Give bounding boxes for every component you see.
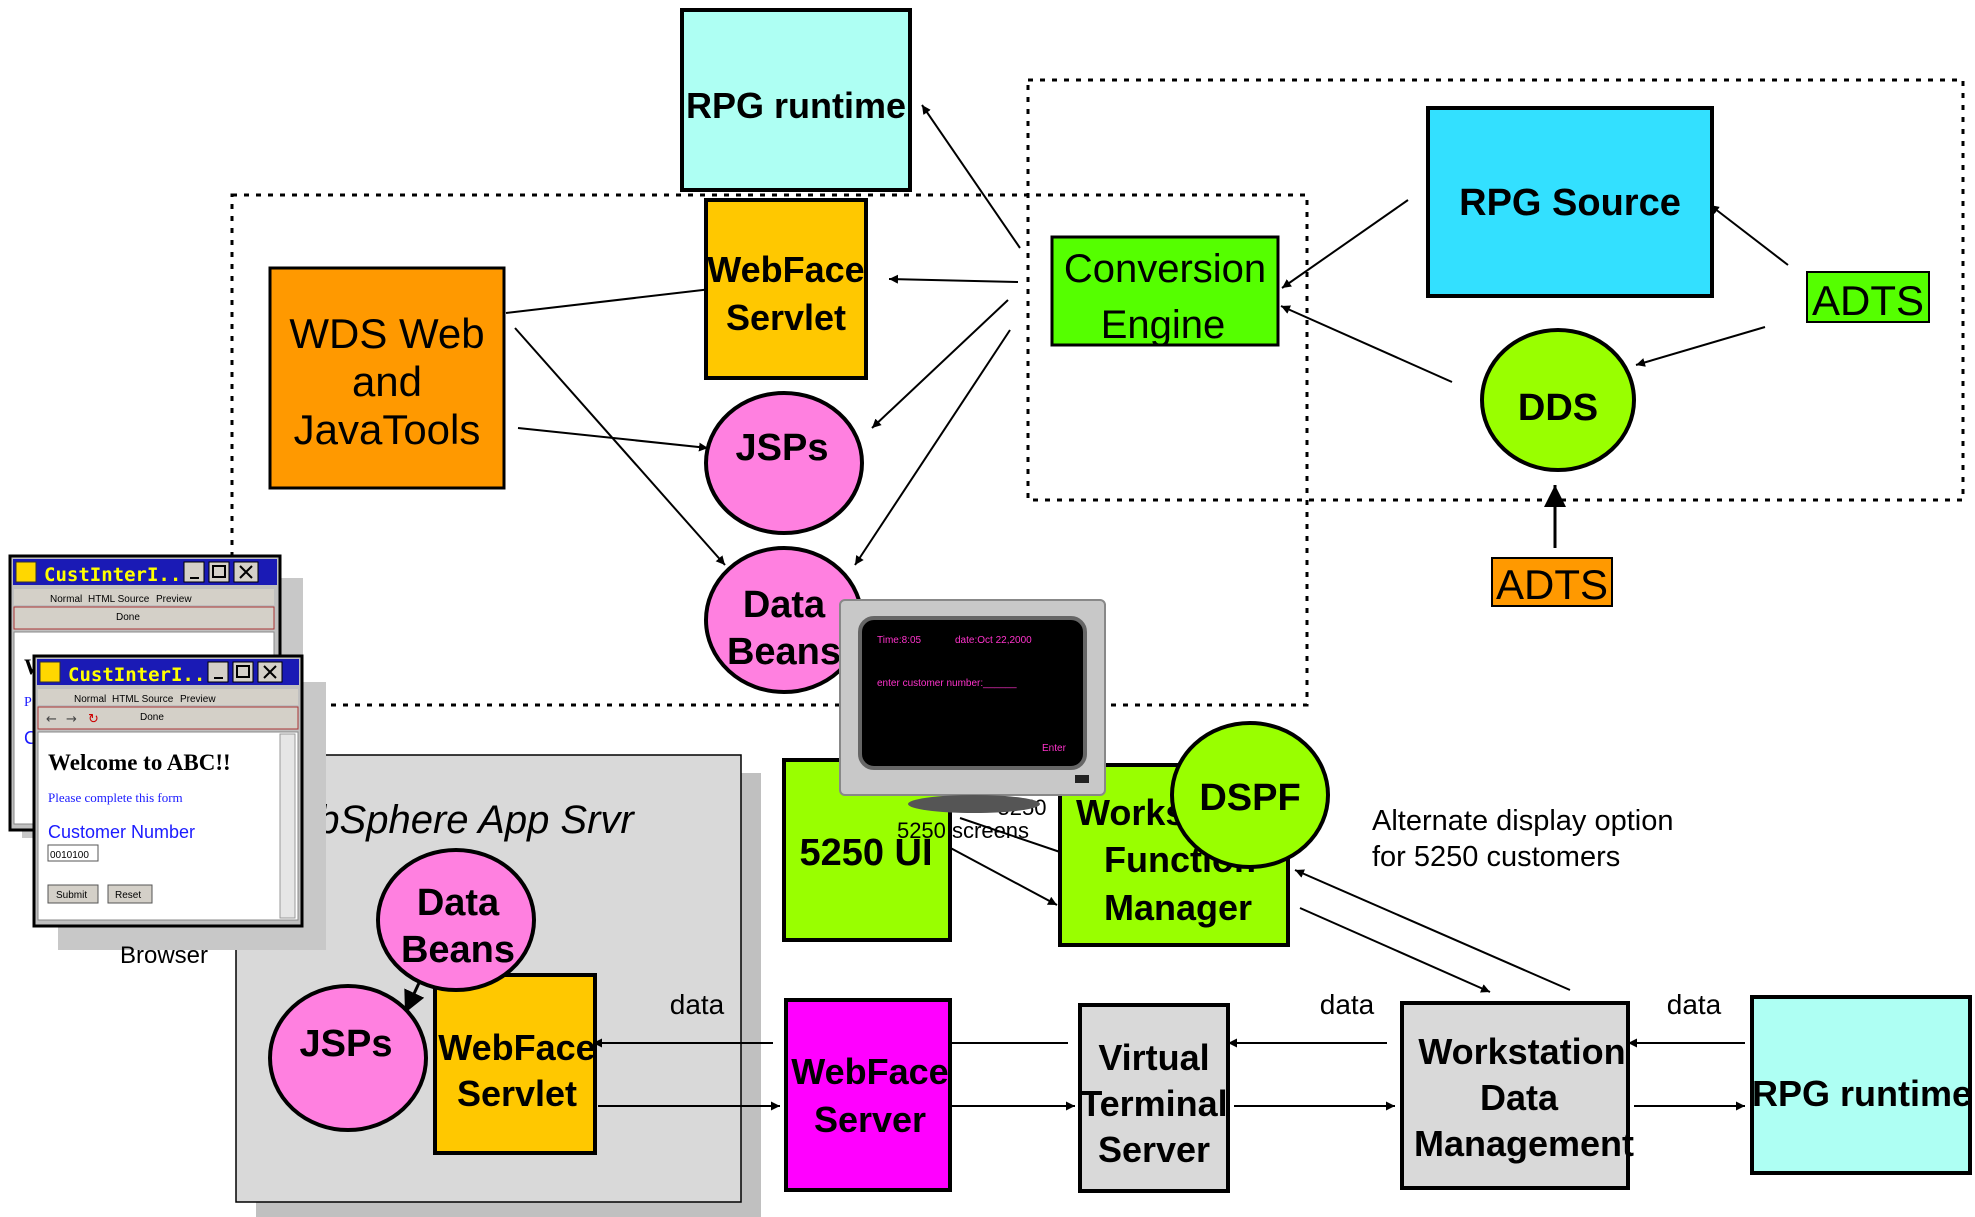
webface-server-box xyxy=(784,998,952,1192)
webface-servlet-top-label-2: Servlet xyxy=(726,297,846,338)
back-tab-html-source[interactable]: HTML Source xyxy=(88,594,150,605)
back-window-title: CustInterI... xyxy=(44,564,193,586)
wds-label-1: WDS Web xyxy=(289,310,484,357)
submit-button[interactable] xyxy=(47,884,99,904)
forward-arrow-icon[interactable]: → xyxy=(66,712,77,727)
data-beans-top-label-2: Beans xyxy=(727,631,841,673)
adts-bottom-label: ADTS xyxy=(1496,561,1608,608)
webface-servlet-bottom-label-2: Servlet xyxy=(457,1073,577,1114)
front-tab-normal[interactable]: Normal xyxy=(74,694,106,705)
data-label-1: data xyxy=(670,989,725,1020)
browser-front-window: CustInterI... Normal HTML Source Preview… xyxy=(32,654,304,928)
adts-top-box xyxy=(1806,271,1930,323)
back-side-letter-1: P xyxy=(24,695,32,710)
data-beans-bottom-label-2: Beans xyxy=(401,929,515,971)
wdm-label-2: Data xyxy=(1480,1077,1559,1118)
conversion-engine-label-1: Conversion xyxy=(1064,247,1266,291)
customer-number-label: Customer Number xyxy=(48,822,195,842)
front-status: Done xyxy=(140,712,164,723)
data-beans-bottom-label-1: Data xyxy=(417,882,500,924)
alternate-note-2: for 5250 customers xyxy=(1372,841,1620,873)
front-tab-html-source[interactable]: HTML Source xyxy=(112,694,174,705)
adts-top-label: ADTS xyxy=(1812,277,1924,324)
rpg-source-label: RPG Source xyxy=(1459,182,1681,224)
webface-servlet-bottom-label-1: WebFace xyxy=(438,1027,595,1068)
reset-button[interactable] xyxy=(107,884,153,904)
rpg-runtime-top-label: RPG runtime xyxy=(686,85,906,126)
wds-label-3: JavaTools xyxy=(294,406,481,453)
welcome-heading: Welcome to ABC!! xyxy=(48,750,231,775)
data-label-3: data xyxy=(1667,989,1722,1020)
data-beans-bottom-node xyxy=(376,848,536,992)
customer-number-value: 0010100 xyxy=(50,850,89,861)
jsps-top-label: JSPs xyxy=(736,427,829,469)
back-tab-preview[interactable]: Preview xyxy=(156,594,192,605)
webface-server-label-1: WebFace xyxy=(791,1051,948,1092)
terminal-date: date:Oct 22,2000 xyxy=(955,635,1032,646)
dspf-node xyxy=(1170,721,1330,869)
webface-servlet-bottom-box xyxy=(433,973,597,1155)
jsps-bottom-node xyxy=(268,984,428,1132)
jsps-top-node xyxy=(704,391,864,535)
wdm-label-3: Management xyxy=(1414,1123,1634,1164)
webface-server-label-2: Server xyxy=(814,1099,926,1140)
reset-label: Reset xyxy=(115,890,141,901)
front-tab-preview[interactable]: Preview xyxy=(180,694,216,705)
rpg-source-box xyxy=(1426,106,1714,298)
conversion-engine-label-2: Engine xyxy=(1101,303,1226,347)
data-flow-arrows xyxy=(403,817,1745,1111)
rpg-runtime-bottom-box xyxy=(1750,995,1972,1175)
browser-caption: Browser xyxy=(120,942,208,969)
connector-arrows xyxy=(505,104,1789,566)
wfm-label-3: Manager xyxy=(1104,887,1252,928)
adts-bottom-box xyxy=(1491,557,1613,607)
conversion-dotted-boundary xyxy=(1026,78,1965,502)
terminal-monitor: Time:8:05 date:Oct 22,2000 enter custome… xyxy=(839,599,1106,813)
refresh-icon[interactable]: ↻ xyxy=(88,712,99,727)
conversion-engine-box xyxy=(1050,235,1280,347)
dds-node xyxy=(1480,328,1636,472)
form-instruction: Please complete this form xyxy=(48,790,183,805)
rpg-runtime-bottom-label: RPG runtime xyxy=(1752,1073,1972,1114)
data-label-2: data xyxy=(1320,989,1375,1020)
submit-label: Submit xyxy=(56,890,87,901)
back-status: Done xyxy=(116,612,140,623)
rpg-runtime-top-box xyxy=(680,8,912,192)
ui-5250-label: 5250 UI xyxy=(799,832,932,874)
wds-box xyxy=(268,266,506,490)
wdm-label-1: Workstation xyxy=(1418,1031,1625,1072)
dspf-label: DSPF xyxy=(1199,777,1300,819)
virtual-terminal-box xyxy=(1078,1003,1230,1193)
terminal-time: Time:8:05 xyxy=(877,635,922,646)
virtual-terminal-label-2: Terminal xyxy=(1080,1083,1227,1124)
wds-label-2: and xyxy=(352,358,422,405)
webface-servlet-top-label-1: WebFace xyxy=(707,249,864,290)
virtual-terminal-label-1: Virtual xyxy=(1098,1037,1209,1078)
screens-label-2: 5250 screens xyxy=(897,818,1029,843)
data-beans-top-label-1: Data xyxy=(743,584,826,626)
dds-label: DDS xyxy=(1518,387,1598,429)
terminal-enter: Enter xyxy=(1042,743,1067,754)
customer-number-field[interactable] xyxy=(47,844,99,862)
wdm-box xyxy=(1400,1001,1630,1190)
back-arrow-icon[interactable]: ← xyxy=(46,712,57,727)
terminal-prompt: enter customer number:______ xyxy=(877,678,1017,689)
jsps-bottom-label: JSPs xyxy=(300,1023,393,1065)
virtual-terminal-label-3: Server xyxy=(1098,1129,1210,1170)
wfm-label-1: Works xyxy=(1076,792,1185,833)
front-window-title: CustInterI... xyxy=(68,664,217,686)
front-scrollbar[interactable] xyxy=(279,733,296,919)
back-tab-normal[interactable]: Normal xyxy=(50,594,82,605)
webface-servlet-top-box xyxy=(704,198,868,380)
alternate-note-1: Alternate display option xyxy=(1372,805,1673,837)
